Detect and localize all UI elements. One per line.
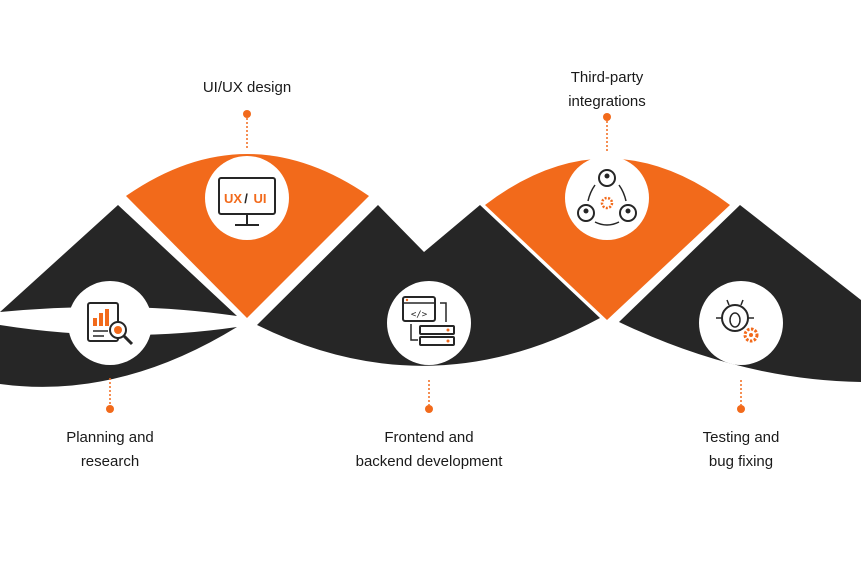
- connector-uiux: [243, 110, 251, 150]
- connector-planning: [106, 378, 114, 413]
- bug-gear-icon: [699, 281, 783, 365]
- monitor-ux-ui-icon: UX / UI: [205, 156, 289, 240]
- connector-thirdparty: [603, 113, 611, 152]
- icon-text-ux: UX: [224, 191, 242, 206]
- band-planning: [0, 205, 237, 316]
- label-planning: Planning and research: [30, 426, 190, 474]
- label-frontend: Frontend and backend development: [329, 426, 529, 474]
- code-server-icon: </>: [387, 281, 471, 365]
- network-users-icon: [565, 156, 649, 240]
- connector-testing: [737, 380, 745, 413]
- label-uiux: UI/UX design: [167, 76, 327, 100]
- label-planning-line2: research: [80, 453, 140, 470]
- label-uiux-line1: UI/UX design: [202, 79, 292, 96]
- icon-text-sep: /: [244, 191, 248, 206]
- label-frontend-line2: backend development: [355, 453, 503, 470]
- label-frontend-line1: Frontend and: [384, 429, 474, 446]
- svg-text:</>: </>: [411, 310, 428, 320]
- label-thirdparty-line2: integrations: [568, 93, 646, 110]
- label-thirdparty: Third-party integrations: [527, 66, 687, 114]
- label-testing-line1: Testing and: [702, 429, 780, 446]
- label-testing-line2: bug fixing: [708, 453, 774, 470]
- connector-frontend: [425, 380, 433, 413]
- label-testing: Testing and bug fixing: [661, 426, 821, 474]
- analytics-report-icon: [68, 281, 152, 365]
- icon-text-ui: UI: [254, 191, 267, 206]
- label-thirdparty-line1: Third-party: [570, 69, 644, 86]
- label-planning-line1: Planning and: [66, 429, 154, 446]
